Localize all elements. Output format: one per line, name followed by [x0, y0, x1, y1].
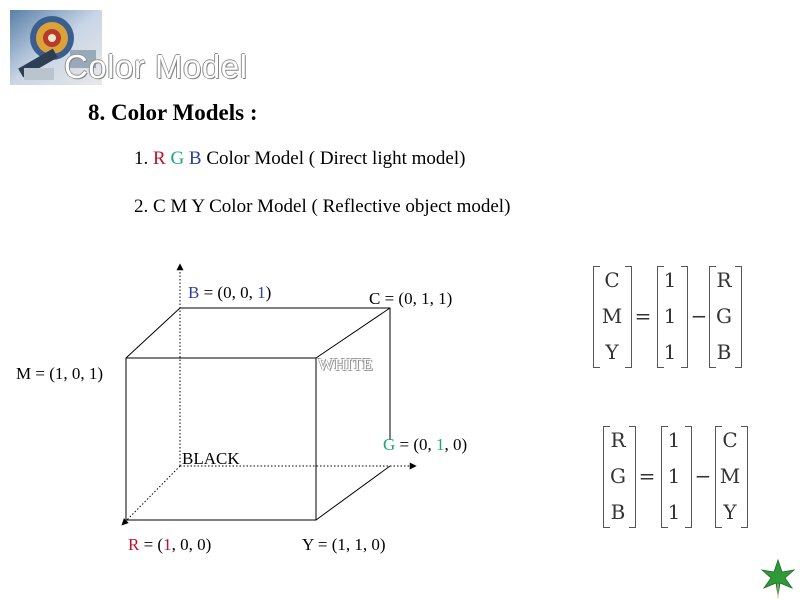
r-coords: = ( — [139, 535, 164, 554]
right-bracket — [741, 426, 748, 528]
minus-sign: − — [690, 304, 708, 328]
minus-sign: − — [694, 464, 712, 488]
rgb-r-letter: R — [153, 148, 166, 169]
matrix-cell: 1 — [667, 500, 681, 524]
matrix-cell: B — [610, 500, 626, 524]
item-text: Color Model ( Direct light model) — [206, 148, 466, 169]
b-one: 1 — [257, 283, 266, 302]
r-vertex-label: R = (1, 0, 0) — [128, 535, 211, 555]
matrix-cell: 1 — [663, 340, 677, 364]
r-one: 1 — [163, 535, 172, 554]
b-letter: B — [188, 283, 200, 302]
matrix-cell: 1 — [667, 464, 681, 488]
section-heading: 8. Color Models : — [88, 100, 258, 125]
list-item-rgb: 1. R G B Color Model ( Direct light mode… — [134, 148, 465, 170]
right-bracket — [681, 266, 688, 368]
matrix-cell: B — [716, 340, 732, 364]
matrix-cell: 1 — [663, 304, 677, 328]
rgb-b-letter: B — [188, 148, 202, 169]
color-wheel-photo-icon — [10, 10, 102, 85]
c-vertex-label: C = (0, 1, 1) — [369, 289, 453, 308]
matrix-cell: C — [722, 428, 738, 452]
right-bracket — [625, 266, 632, 368]
g-one: 1 — [436, 435, 445, 454]
item-number: 2. — [134, 196, 149, 217]
equals-sign: = — [638, 464, 656, 488]
matrix-cell: M — [719, 464, 741, 488]
matrix-cell: M — [601, 304, 623, 328]
right-bracket — [735, 266, 742, 368]
right-bracket — [629, 426, 636, 528]
equals-sign: = — [634, 304, 652, 328]
right-bracket — [685, 426, 692, 528]
matrix-cell: R — [716, 268, 732, 292]
r-letter: R — [128, 535, 140, 554]
left-bracket — [661, 426, 668, 528]
cube-back-top-right-edge — [315, 307, 391, 359]
black-vertex-label: BLACK — [182, 449, 240, 468]
cube-back-top-left-edge — [125, 307, 181, 359]
b-coords: = (0, 0, — [199, 283, 258, 302]
matrix-cell: Y — [723, 500, 737, 524]
matrix-cell: R — [610, 428, 626, 452]
matrix-cell: 1 — [667, 428, 681, 452]
g-close: , 0) — [444, 435, 468, 454]
m-vertex-label: M = (1, 0, 1) — [16, 364, 104, 383]
matrix-cell: Y — [605, 340, 619, 364]
r-close: , 0, 0) — [171, 535, 212, 554]
item-text: C M Y Color Model ( Reflective object mo… — [153, 196, 511, 217]
left-bracket — [709, 266, 716, 368]
left-bracket — [657, 266, 664, 368]
rgb-g-letter: G — [170, 148, 185, 169]
rgb-equation: R G B = 1 1 1 − C M Y — [603, 424, 793, 530]
g-letter: G — [383, 435, 396, 454]
matrix-cell: G — [610, 464, 626, 488]
green-leaf-icon — [760, 558, 796, 598]
matrix-cell: C — [604, 268, 620, 292]
b-vertex-label: B = (0, 0, 1) — [188, 283, 271, 303]
cube-front-face — [125, 357, 317, 521]
b-close: ) — [265, 283, 272, 302]
matrix-cell: G — [716, 304, 732, 328]
left-bracket — [603, 426, 610, 528]
list-item-cmy: 2. C M Y Color Model ( Reflective object… — [134, 196, 510, 218]
white-vertex-label: WHITE — [318, 355, 373, 374]
cmy-equation: C M Y = 1 1 1 − R G B — [593, 264, 793, 370]
g-vertex-label: G = (0, 1, 0) — [383, 435, 467, 455]
g-coords: = (0, — [395, 435, 437, 454]
left-bracket — [715, 426, 722, 528]
left-bracket — [593, 266, 600, 368]
item-number: 1. — [134, 148, 149, 169]
r-axis — [121, 465, 181, 526]
matrix-cell: 1 — [663, 268, 677, 292]
header-title: Color Model — [64, 48, 248, 85]
y-vertex-label: Y = (1, 1, 0) — [302, 535, 386, 554]
cube-front-bottom-right-edge — [315, 465, 391, 521]
